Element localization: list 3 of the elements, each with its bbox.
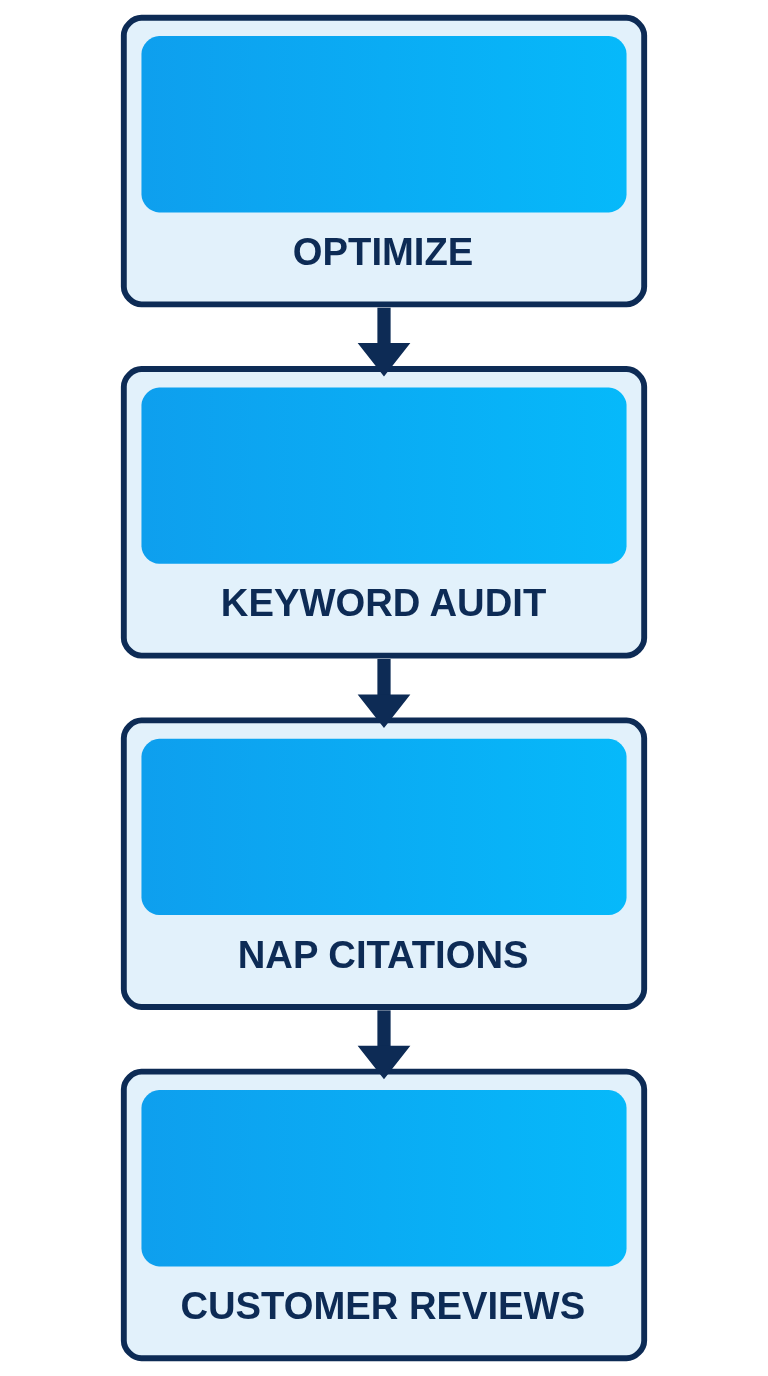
arrow [357,307,411,377]
arrow [357,1010,411,1080]
arrow [357,659,411,728]
